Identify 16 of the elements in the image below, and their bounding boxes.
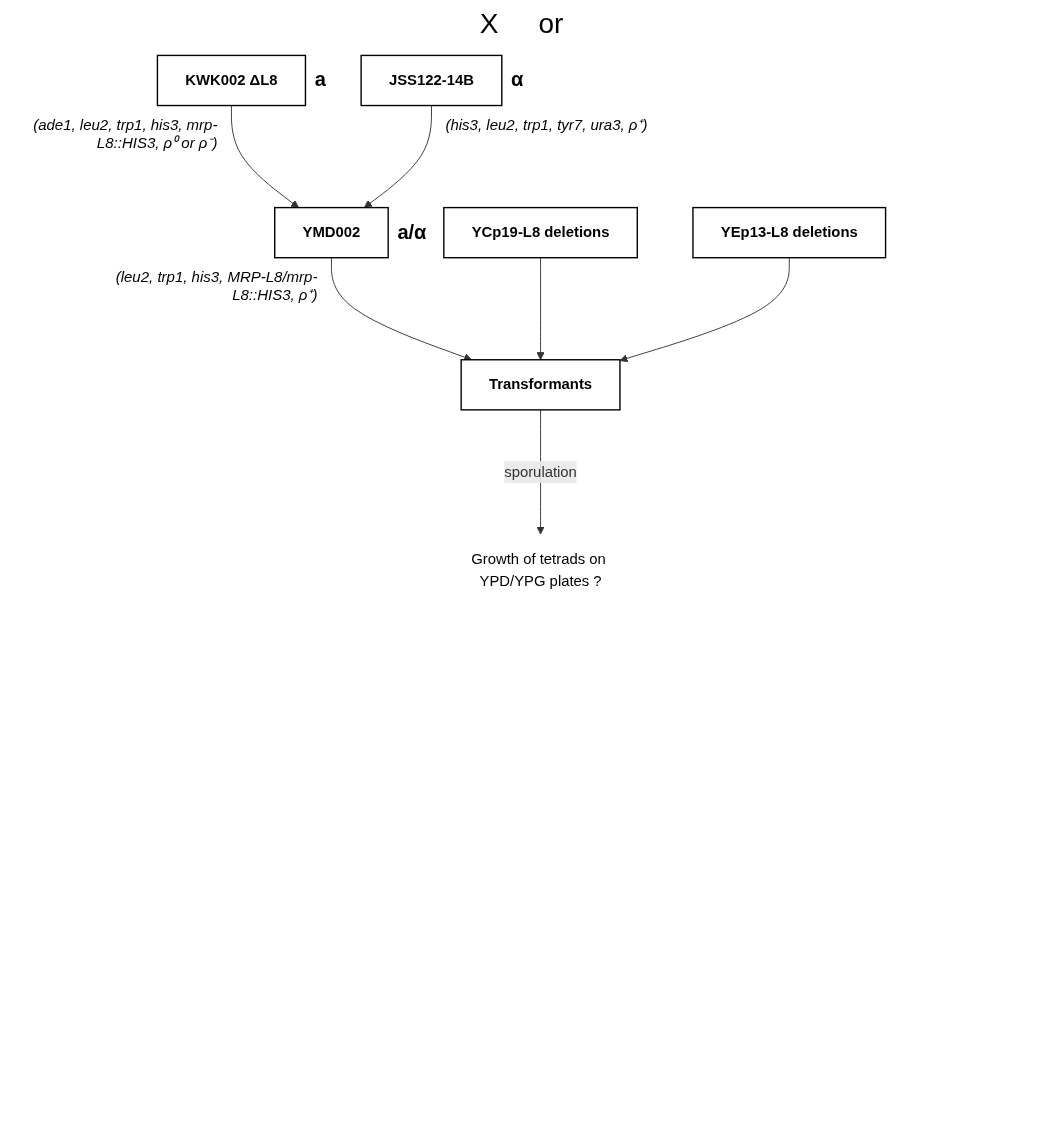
edge-label: sporulation — [504, 463, 577, 480]
label-text: or — [538, 8, 564, 40]
mating-type-label: a — [314, 67, 326, 93]
label-text: X — [479, 8, 499, 40]
genotype-text: (his3, leu2, trp1, tyr7, ura3, ρ⁺) — [445, 115, 649, 135]
node-box: YCp19-L8 deletions — [443, 206, 638, 259]
mating-type-label: α — [511, 67, 524, 93]
mating-type-label: a/α — [397, 219, 427, 245]
node-box: Transformants — [460, 359, 621, 411]
node-box: JSS122-14B — [360, 54, 503, 107]
node-box: YEp13-L8 deletions — [692, 206, 887, 259]
node-box: YMD002 — [274, 206, 389, 259]
node-box: KWK002 ΔL8 — [156, 54, 307, 107]
genotype-text: (ade1, leu2, trp1, his3, mrp-L8::HIS3, ρ⁰ or ρ⁻) — [32, 115, 218, 153]
genotype-text: (leu2, trp1, his3, MRP-L8/mrp-L8::HIS3, ρ⁺) — [114, 267, 318, 306]
node-text: Growth of tetrads on YPD/YPG plates ? — [471, 550, 606, 589]
